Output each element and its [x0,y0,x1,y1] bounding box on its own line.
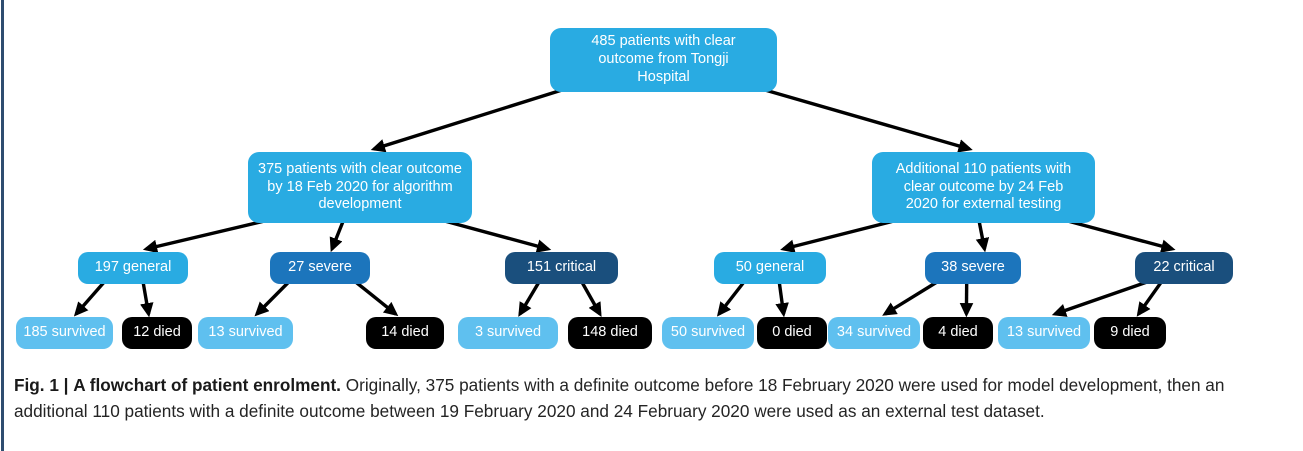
flow-node-dev-general-survived: 185 survived [16,317,113,349]
flow-node-ext-critical-survived: 13 survived [998,317,1090,349]
left-border-rule [1,0,4,451]
flow-node-ext: Additional 110 patients with clear outco… [872,152,1095,223]
flow-node-ext-severe-survived: 34 survived [828,317,920,349]
flow-node-ext-general-survived: 50 survived [662,317,754,349]
flow-arrow-dev-to-dev-severe [329,220,345,253]
flow-node-dev-severe: 27 severe [270,252,370,284]
flow-node-ext-critical-died: 9 died [1094,317,1166,349]
flow-arrow-ext-to-ext-general [780,219,895,253]
flow-node-dev-general-died: 12 died [122,317,192,349]
flow-node-dev-critical: 151 critical [505,252,618,284]
flow-arrow-dev-critical-to-dev-critical-died [580,281,602,317]
flow-arrow-root-to-ext [764,88,973,153]
flow-node-root: 485 patients with clear outcome from Ton… [550,28,777,92]
flow-node-ext-general: 50 general [714,252,826,284]
flow-arrow-ext-to-ext-severe [975,220,990,253]
figure-caption-label: Fig. 1 | [14,375,69,395]
flow-arrow-ext-critical-to-ext-critical-survived [1051,280,1148,317]
figure-caption-title: A flowchart of patient enrolment. [73,375,341,395]
flow-node-ext-general-died: 0 died [757,317,827,349]
flow-arrow-dev-to-dev-critical [444,219,552,253]
figure-caption-body: Originally, 375 patients with a definite… [14,375,1225,422]
flow-arrow-ext-critical-to-ext-critical-died [1136,281,1163,317]
flow-arrow-dev-severe-to-dev-severe-survived [254,280,290,317]
flow-node-dev: 375 patients with clear outcome by 18 Fe… [248,152,472,223]
flow-node-ext-severe-died: 4 died [923,317,993,349]
flow-node-dev-general: 197 general [78,252,188,284]
flow-node-dev-severe-survived: 13 survived [198,317,293,349]
flow-arrow-dev-critical-to-dev-critical-survived [518,281,541,317]
flow-arrow-dev-to-dev-general [142,219,266,254]
flow-node-ext-severe: 38 severe [925,252,1021,284]
flow-arrow-ext-severe-to-ext-severe-survived [882,280,938,316]
flow-node-dev-critical-survived: 3 survived [458,317,558,349]
flow-arrow-ext-general-to-ext-general-died [775,281,789,318]
flow-arrow-dev-severe-to-dev-severe-died [354,280,399,317]
flow-node-ext-critical: 22 critical [1135,252,1233,284]
flow-node-dev-critical-died: 148 died [568,317,652,349]
flow-arrow-ext-general-to-ext-general-survived [716,280,746,317]
flow-arrow-dev-general-to-dev-general-survived [73,280,106,317]
flow-arrow-dev-general-to-dev-general-died [140,281,154,318]
flow-arrow-ext-to-ext-critical [1067,219,1176,253]
flow-arrow-root-to-dev [370,88,563,153]
figure-caption: Fig. 1 | A flowchart of patient enrolmen… [14,372,1292,424]
flow-node-dev-severe-died: 14 died [366,317,444,349]
